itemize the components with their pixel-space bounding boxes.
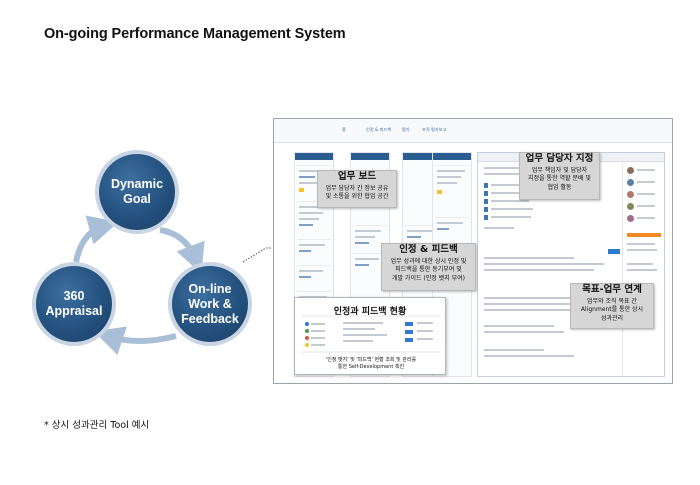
callout-text: 협업 활동 [547,183,572,191]
callout-text: 피드백을 통한 동기부여 및 [395,266,462,274]
dotted-connector [242,247,272,263]
callout-text: 업무 책임자 및 담당자 [531,167,588,174]
node-line: Appraisal [45,304,103,318]
arrow-appraisal-to-goal [73,215,119,263]
callout-text: 개발 가이드 (인정 뱃지 부여) [391,274,466,282]
tool-top-bar: 홈 인정 & 피드백 평가 조직 평가보고 [274,119,672,143]
feedback-status-panel: 인정과 피드백 현황 '인정 뱃지' 및 '피드백' 현황 조회 및 관리를 통… [294,297,446,375]
node-line: 360 [63,289,85,303]
footnote: * 상시 성과관리 Tool 예시 [44,420,150,431]
panel-text: 통한 Self-Development 촉진 [337,363,405,370]
tool-nav-appraisal[interactable]: 평가 [402,127,410,132]
panel-text: '인정 뱃지' 및 '피드백' 현황 조회 및 관리를 [325,357,417,363]
node-line: Dynamic [110,177,164,191]
callout-text: 지정을 통한 역할 분배 및 [528,175,591,183]
node-line: Goal [123,192,151,206]
callout-text: 및 소통을 위한 협업 공간 [325,193,389,201]
node-360-appraisal: 360 Appraisal [36,266,112,342]
node-line: On-line [188,281,232,296]
arrow-work-to-appraisal [93,326,177,355]
callout-title: 인정 & 피드백 [399,244,458,255]
callout-title: 목표-업무 연계 [582,284,642,295]
node-dynamic-goal: Dynamic Goal [99,154,175,230]
callout-work-board: 업무 보드 업무 담당자 간 정보 공유 및 소통을 위한 협업 공간 [317,170,397,208]
callout-recognition-feedback: 인정 & 피드백 업무 성과에 대한 상시 인정 및 피드백을 통한 동기부여 … [381,243,476,291]
assignee-sidebar [622,163,664,377]
callout-text: 성과관리 [600,314,624,322]
tool-nav-feedback[interactable]: 인정 & 피드백 [366,127,392,132]
tool-nav-report[interactable]: 조직 평가보고 [422,127,447,132]
callout-text: 업무 담당자 간 정보 공유 [325,185,389,192]
callout-goal-alignment: 목표-업무 연계 업무와 조직 목표 간 Alignment를 통한 상시 성과… [570,283,654,329]
callout-text: 업무 성과에 대한 상시 인정 및 [390,258,467,265]
node-line: Work & [188,296,232,311]
arrow-goal-to-work [159,227,205,274]
callout-title: 업무 보드 [337,171,377,182]
node-line: Feedback [181,311,239,326]
callout-title: 업무 담당자 지정 [525,153,594,164]
page-title: On-going Performance Management System [44,26,346,42]
panel-mini-chart [301,315,441,353]
callout-text: Alignment를 통한 상시 [580,306,644,314]
callout-text: 업무와 조직 목표 간 [587,298,637,305]
callout-assignee: 업무 담당자 지정 업무 책임자 및 담당자 지정을 통한 역할 분배 및 협업… [519,152,600,200]
node-online-work-feedback: On-line Work & Feedback [172,266,248,342]
tool-nav-home[interactable]: 홈 [342,127,346,132]
panel-title: 인정과 피드백 현황 [333,307,407,317]
